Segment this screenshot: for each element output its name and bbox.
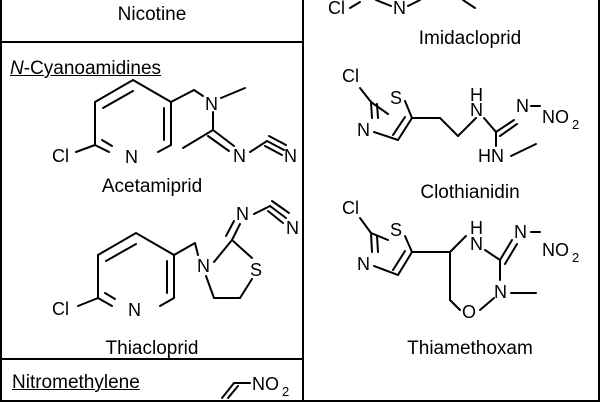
thiacloprid-label: Thiacloprid bbox=[105, 338, 199, 359]
thiamethoxam-cl-atom: Cl bbox=[342, 198, 359, 218]
imidacloprid-cl-atom: Cl bbox=[328, 0, 345, 18]
acetamiprid-n-nitrile: N bbox=[284, 146, 297, 166]
thiamethoxam-o-atom: O bbox=[462, 302, 476, 322]
acetamiprid-label: Acetamiprid bbox=[101, 176, 203, 197]
nitromethylene-divider bbox=[0, 358, 304, 360]
thiamethoxam-n-methyl: N bbox=[494, 282, 507, 302]
imidacloprid-n-atom: N bbox=[393, 0, 406, 18]
thiacloprid-n-ring: N bbox=[197, 256, 210, 276]
thiamethoxam-ring-n: N bbox=[357, 254, 370, 274]
thiacloprid-ring-n: N bbox=[128, 300, 141, 320]
imidacloprid-structure: Cl N bbox=[328, 0, 476, 18]
cyanoamidines-heading: N-Cyanoamidines bbox=[10, 58, 162, 79]
clothianidin-n-atom: N bbox=[470, 100, 483, 120]
thiamethoxam-n-ring: N bbox=[470, 234, 483, 254]
thiacloprid-structure: N Cl N S N N bbox=[52, 200, 299, 320]
acetamiprid-cl-atom: Cl bbox=[52, 146, 69, 166]
nitromethylene-no2-sub: 2 bbox=[282, 384, 289, 399]
acetamiprid-ring-n: N bbox=[125, 147, 138, 167]
clothianidin-ring-n: N bbox=[357, 120, 370, 140]
thiamethoxam-no2-sub: 2 bbox=[572, 250, 579, 265]
clothianidin-h-atom: H bbox=[470, 85, 483, 105]
acetamiprid-n-imine: N bbox=[233, 146, 246, 166]
clothianidin-label: Clothianidin bbox=[420, 182, 520, 203]
nitromethylene-no2: NO bbox=[252, 374, 279, 394]
thiamethoxam-label: Thiamethoxam bbox=[407, 338, 533, 359]
clothianidin-n-imine: N bbox=[516, 96, 529, 116]
acetamiprid-structure: N Cl N N N bbox=[52, 78, 297, 167]
nicotine-label: Nicotine bbox=[117, 4, 187, 25]
clothianidin-s-atom: S bbox=[390, 88, 402, 108]
clothianidin-nh: HN bbox=[478, 146, 504, 166]
clothianidin-no2-sub: 2 bbox=[572, 117, 579, 132]
thiacloprid-n-imine: N bbox=[236, 204, 249, 224]
clothianidin-cl-atom: Cl bbox=[342, 66, 359, 86]
thiamethoxam-structure: Cl S N H N N NO 2 N bbox=[342, 198, 579, 322]
nitromethylene-structure: NO 2 bbox=[221, 374, 289, 399]
thiacloprid-n-nitrile: N bbox=[286, 218, 299, 238]
thiamethoxam-no2: NO bbox=[542, 240, 569, 260]
imidacloprid-label: Imidacloprid bbox=[418, 28, 522, 49]
clothianidin-structure: Cl S N H N N NO 2 H bbox=[342, 66, 579, 166]
nicotine-divider bbox=[0, 41, 304, 43]
clothianidin-no2: NO bbox=[542, 107, 569, 127]
thiacloprid-s-atom: S bbox=[250, 260, 262, 280]
thiamethoxam-h-atom: H bbox=[470, 218, 483, 238]
nitromethylene-heading: Nitromethylene bbox=[12, 372, 140, 393]
thiacloprid-cl-atom: Cl bbox=[52, 299, 69, 319]
thiamethoxam-s-atom: S bbox=[390, 220, 402, 240]
acetamiprid-n-methyl: N bbox=[205, 94, 218, 114]
thiamethoxam-n-imine: N bbox=[514, 222, 527, 242]
